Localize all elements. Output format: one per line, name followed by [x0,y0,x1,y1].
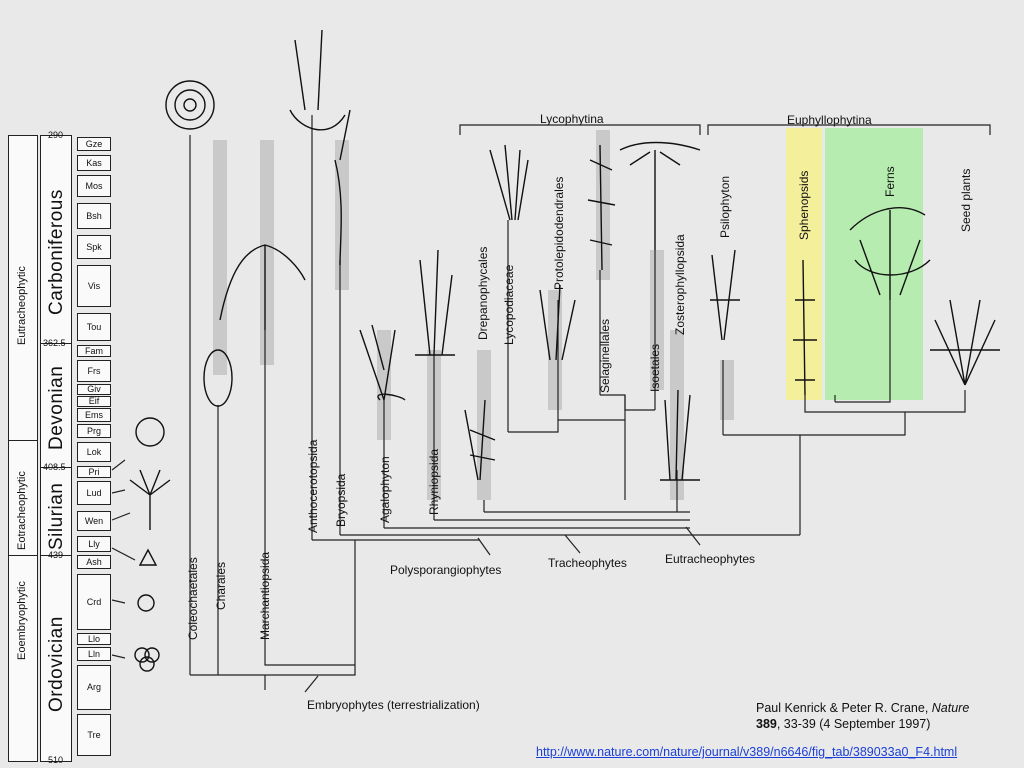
stage-giv: Giv [77,384,111,395]
node-embryophytes: Embryophytes (terrestrialization) [307,698,480,712]
tick-510: 510 [48,755,64,765]
phase-eutracheophytic: Eutracheophytic [16,266,28,345]
taxon-coleochaetales: Coleochaetales [186,557,200,640]
stage-bsh: Bsh [77,203,111,229]
taxon-protolepidodendrales: Protolepidodendrales [552,176,566,290]
period-divider-3 [40,555,72,556]
stage-ems: Ems [77,408,111,422]
stage-prg: Prg [77,424,111,438]
stage-kas: Kas [77,155,111,171]
stage-ash: Ash [77,555,111,569]
stage-wen: Wen [77,511,111,531]
stage-lln: Lln [77,647,111,661]
stage-lok: Lok [77,442,111,462]
citation-authors: Paul Kenrick & Peter R. Crane, [756,701,932,715]
stage-mos: Mos [77,175,111,197]
node-eutracheophytes: Eutracheophytes [665,552,756,566]
stage-lly: Lly [77,536,111,552]
ferns-highlight [825,128,923,400]
citation-journal: Nature [931,701,970,715]
stage-fam: Fam [77,345,111,357]
node-tracheophytes: Tracheophytes [548,556,627,570]
phase-eoembryophytic: Eoembryophytic [16,581,28,660]
tick-362-5: 362.5 [43,338,66,348]
taxon-isoetales: Isoetales [648,343,662,392]
taxon-drepanophycales: Drepanophycales [476,246,490,340]
taxon-bryopsida: Bryopsida [334,473,348,527]
group-lycophytina: Lycophytina [540,112,604,126]
phase-divider-2 [8,555,38,556]
period-silurian: Silurian [46,482,67,550]
tick-408-5: 408.5 [43,462,66,472]
stage-gze: Gze [77,137,111,151]
stage-llo: Llo [77,633,111,645]
period-divider-1 [40,343,72,344]
phase-divider-1 [8,440,38,441]
stage-crd: Crd [77,574,111,630]
stage-pri: Pri [77,466,111,478]
taxon-sphenopsids: Sphenopsids [797,170,811,240]
taxon-anthocerotopsida: Anthocerotopsida [306,439,320,533]
taxon-charales: Charales [214,561,228,610]
stage-frs: Frs [77,360,111,382]
citation: Paul Kenrick & Peter R. Crane, Nature 38… [756,700,969,732]
taxon-rhyniopsida: Rhyniopsida [427,448,441,515]
period-divider-2 [40,467,72,468]
taxon-aglaophyton: Agalophyton [378,456,392,523]
group-euphyllophytina: Euphyllophytina [787,113,872,127]
period-devonian: Devonian [46,365,67,450]
taxon-zosterophyllopsida: Zosterophyllopsida [673,234,687,335]
stage-spk: Spk [77,235,111,259]
taxon-psilophyton: Psilophyton [718,175,732,238]
stage-eif: Eif [77,396,111,407]
period-ordovician: Ordovician [46,616,67,712]
taxon-ferns: Ferns [883,166,897,197]
citation-rest: , 33-39 (4 September 1997) [776,717,931,731]
phase-eotracheophytic: Eotracheophytic [16,471,28,550]
period-carboniferous: Carboniferous [46,189,67,315]
taxon-marchantiopsida: Marchantiopsida [258,551,272,640]
taxon-seed-plants: Seed plants [959,168,973,232]
taxon-selaginellales: Selaginellales [598,318,612,393]
stage-lud: Lud [77,481,111,505]
source-link[interactable]: http://www.nature.com/nature/journal/v38… [536,745,958,759]
tick-439: 439 [48,550,64,560]
citation-volume: 389 [756,717,777,731]
period-column [40,135,72,762]
tick-290: 290 [48,130,64,140]
node-polysporangiophytes: Polysporangiophytes [390,563,502,577]
stage-tre: Tre [77,714,111,756]
taxon-lycopodiaceae: Lycopodiaceae [502,264,516,345]
stage-arg: Arg [77,665,111,710]
stage-vis: Vis [77,265,111,307]
stage-tou: Tou [77,313,111,341]
phase-column [8,135,38,762]
